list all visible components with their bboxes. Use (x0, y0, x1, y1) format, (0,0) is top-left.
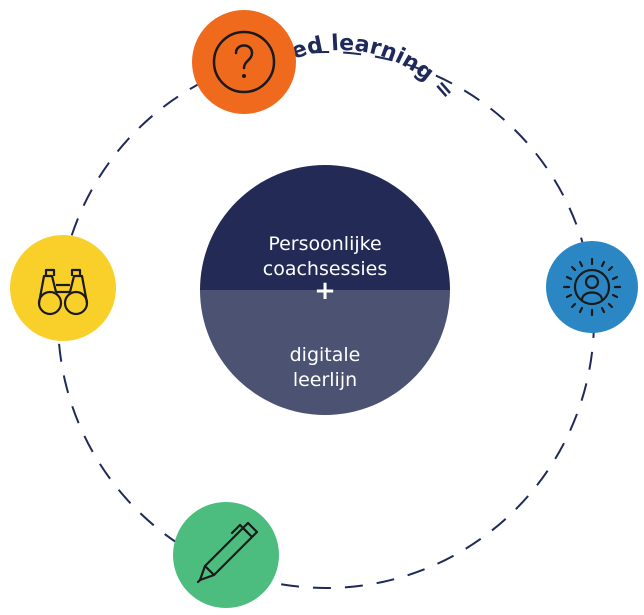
center-circle (200, 165, 450, 415)
center-bottom-half (200, 290, 450, 415)
center-bottom-text: digitale leerlijn (200, 343, 450, 393)
question-icon (212, 30, 276, 94)
pen-badge (173, 502, 279, 608)
question-badge (192, 10, 296, 114)
plus-sign: + (314, 276, 336, 306)
center-top-text: Persoonlijke coachsessies (200, 232, 450, 282)
binoculars-badge (10, 235, 116, 341)
center-top-line2: coachsessies (262, 258, 388, 280)
center-top-line1: Persoonlijke (268, 233, 382, 255)
person-badge (546, 241, 638, 333)
person-icon (562, 257, 622, 317)
center-bottom-line2: leerlijn (292, 369, 358, 391)
center-bottom-line1: digitale (289, 344, 361, 366)
pen-icon (196, 521, 259, 584)
center-top-half (200, 165, 450, 290)
binoculars-icon (37, 268, 89, 316)
